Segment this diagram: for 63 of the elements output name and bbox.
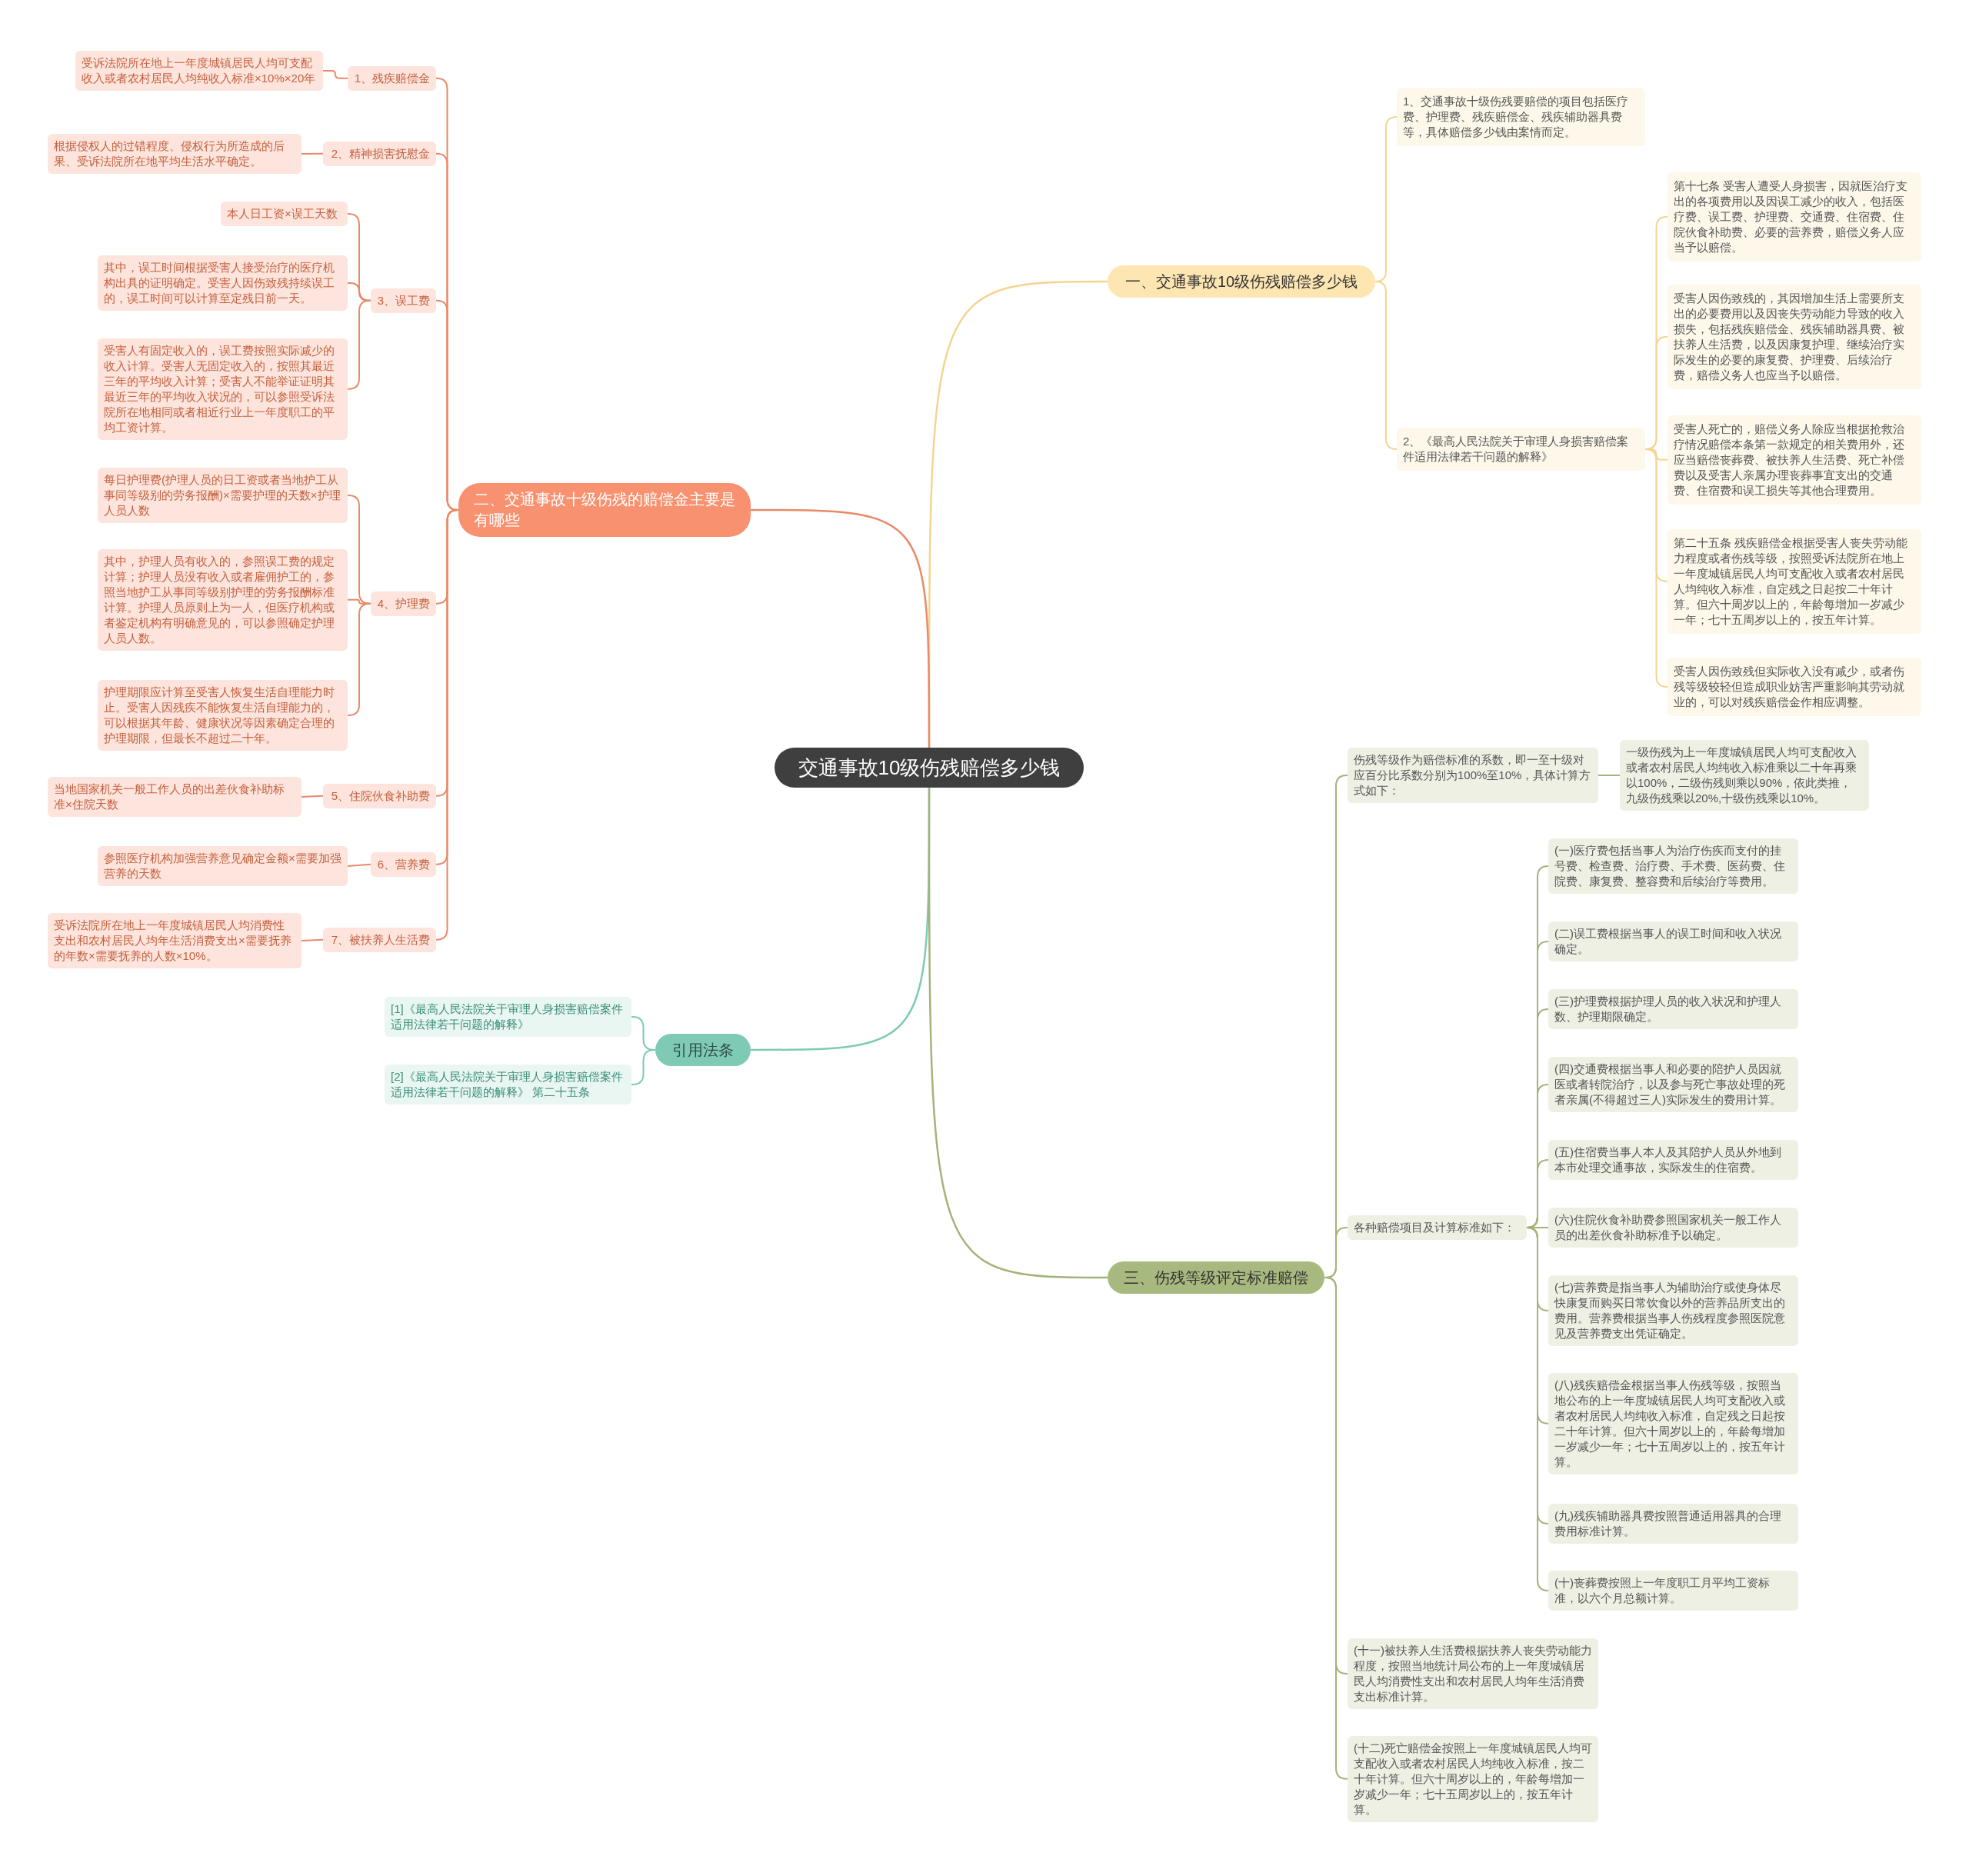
text-node: (三)护理费根据护理人员的收入状况和护理人数、护理期限确定。 [1548, 989, 1798, 1029]
text-node: (十二)死亡赔偿金按照上一年度城镇居民人均可支配收入或者农村居民人均纯收入标准，按二十年计算。但六十周岁以上的，年龄每增加一岁减少一年；七十五周岁以上的，按五年计算。 [1348, 1736, 1598, 1822]
connector [928, 788, 1108, 1279]
text-node: 本人日工资×误工天数 [221, 202, 348, 226]
subtopic-node: 1、残疾赔偿金 [348, 66, 436, 91]
text-node: 受害人有固定收入的，误工费按照实际减少的收入计算。受害人无固定收入的，按照其最近三年的平均收入计算；受害人不能举证证明其最近三年的平均收入状况的，可以参照受诉法院所在地相同或者相近行业上一年度职工的平均工资计算。 [98, 338, 348, 440]
subtopic-node: 6、营养费 [371, 852, 436, 877]
text-node: 护理期限应计算至受害人恢复生活自理能力时止。受害人因残疾不能恢复生活自理能力的，可以根据其年龄、健康状况等因素确定合理的护理期限，但最长不超过二十年。 [98, 680, 348, 751]
central-topic: 交通事故10级伤残赔偿多少钱 [775, 748, 1084, 788]
text-node: 根据侵权人的过错程度、侵权行为所造成的后果、受诉法院所在地平均生活水平确定。 [48, 134, 302, 174]
connector [322, 69, 348, 79]
text-node: 受诉法院所在地上一年度城镇居民人均可支配收入或者农村居民人均纯收入标准×10%×20年 [75, 51, 323, 91]
text-node: 当地国家机关一般工作人员的出差伙食补助标准×住院天数 [48, 777, 302, 817]
text-node: 受害人死亡的，赔偿义务人除应当根据抢救治疗情况赔偿本条第一款规定的相关费用外，还应当赔偿丧葬费、被扶养人生活费、死亡补偿费以及受害人亲属办理丧葬事宜支出的交通费、住宿费和误工损失等其他合理费用。 [1667, 415, 1921, 505]
text-node: 参照医疗机构加强营养意见确定金额×需要加强营养的天数 [98, 846, 348, 886]
branch-topic: 引用法条 [655, 1034, 751, 1066]
branch-topic: 三、伤残等级评定标准赔偿 [1108, 1261, 1324, 1294]
connector [435, 509, 459, 941]
connector [1324, 1277, 1348, 1780]
text-node: 1、交通事故十级伤残要赔偿的项目包括医疗费、护理费、残疾赔偿金、残疾辅助器具费等，具体赔偿多少钱由案情而定。 [1397, 88, 1645, 146]
text-node: (四)交通费根据当事人和必要的陪护人员因就医或者转院治疗，以及参与死亡事故处理的死者亲属(不得超过三人)实际发生的费用计算。 [1548, 1057, 1798, 1112]
connector [301, 152, 324, 155]
text-node: 其中，护理人员有收入的，参照误工费的规定计算；护理人员没有收入或者雇佣护工的，参照当地护工从事同等级别护理的劳务报酬标准计算。护理人员原则上为一人，但医疗机构或者鉴定机构有明确意见的，可以参照确定护理人员人数。 [98, 549, 348, 651]
text-node: (五)住宿费当事人本人及其陪护人员从外地到本市处理交通事故，实际发生的住宿费。 [1548, 1140, 1798, 1180]
branch-topic: 一、交通事故10级伤残赔偿多少钱 [1108, 265, 1375, 298]
text-node: (十)丧葬费按照上一年度职工月平均工资标准，以六个月总额计算。 [1548, 1571, 1798, 1611]
text-node: (十一)被扶养人生活费根据扶养人丧失劳动能力程度，按照当地统计局公布的上一年度城镇居民人均消费性支出和农村居民人均年生活消费支出标准计算。 [1348, 1638, 1598, 1709]
connector [631, 1049, 656, 1085]
connector [347, 863, 371, 867]
connector [301, 938, 324, 941]
subtopic-node: 7、被扶养人生活费 [323, 928, 436, 952]
connector [347, 602, 371, 716]
connector [347, 299, 371, 390]
text-node: 第二十五条 残疾赔偿金根据受害人丧失劳动能力程度或者伤残等级，按照受诉法院所在地上一年度城镇居民人均可支配收入或者农村居民人均纯收入标准，自定残之日起按二十年计算。但六十周岁以上的，年龄每增加一岁减少一年；七十五周岁以上的，按五年计算。 [1667, 529, 1921, 634]
text-node: (八)残疾赔偿金根据当事人伤残等级，按照当地公布的上一年度城镇居民人均可支配收入或者农村居民人均纯收入标准，自定残之日起按二十年计算。但六十周岁以上的，年龄每增加一岁减少一年；七十五周岁以上的，按五年计算。 [1548, 1373, 1798, 1474]
connector [1598, 774, 1621, 776]
text-node: 2、《最高人民法院关于审理人身损害赔偿案件适用法律若干问题的解释》 [1397, 428, 1645, 471]
subtopic-node: 4、护理费 [371, 591, 436, 616]
text-node: 受害人因伤致残的，其因增加生活上需要所支出的必要费用以及因丧失劳动能力导致的收入损失，包括残疾赔偿金、残疾辅助器具费、被扶养人生活费，以及因康复护理、继续治疗实际发生的必要的康复费、护理费、后续治疗费，赔偿义务人也应当予以赔偿。 [1667, 285, 1921, 389]
connector [751, 508, 931, 748]
text-node: 伤残等级作为赔偿标准的系数，即一至十级对应百分比系数分别为100%至10%，具体计算方式如下： [1348, 748, 1598, 803]
text-node: (九)残疾辅助器具费按照普通适用器具的合理费用标准计算。 [1548, 1504, 1798, 1544]
text-node: 各种赔偿项目及计算标准如下： [1348, 1215, 1527, 1240]
citation-node: [2]《最高人民法院关于审理人身损害赔偿案件适用法律若干问题的解释》 第二十五条 [385, 1065, 631, 1105]
text-node: (七)营养费是指当事人为辅助治疗或使身体尽快康复而购买日常饮食以外的营养品所支出的费用。营养费根据当事人伤残程度参照医院意见及营养费支出凭证确定。 [1548, 1275, 1798, 1346]
subtopic-node: 2、精神损害抚慰金 [323, 142, 436, 166]
branch-topic: 二、交通事故十级伤残的赔偿金主要是有哪些 [458, 483, 751, 537]
citation-node: [1]《最高人民法院关于审理人身损害赔偿案件适用法律若干问题的解释》 [385, 997, 631, 1037]
text-node: 受害人因伤致残但实际收入没有减少，或者伤残等级较轻但造成职业妨害严重影响其劳动就业的，可以对残疾赔偿金作相应调整。 [1667, 658, 1921, 716]
text-node: 受诉法院所在地上一年度城镇居民人均消费性支出和农村居民人均年生活消费支出×需要抚养的年数×需要抚养的人数×10%。 [48, 913, 302, 968]
text-node: (二)误工费根据当事人的误工时间和收入状况确定。 [1548, 921, 1798, 961]
connector [1644, 448, 1668, 688]
connector [301, 795, 324, 798]
connector [1374, 281, 1398, 450]
connector [1526, 1226, 1549, 1591]
text-node: 其中，误工时间根据受害人接受治疗的医疗机构出具的证明确定。受害人因伤致残持续误工的，误工时间可以计算至定残日前一天。 [98, 255, 348, 311]
text-node: (一)医疗费包括当事人为治疗伤疾而支付的挂号费、检查费、治疗费、手术费、医药费、住院费、康复费、整容费和后续治疗等费用。 [1548, 838, 1798, 894]
text-node: 第十七条 受害人遭受人身损害，因就医治疗支出的各项费用以及因误工减少的收入，包括医疗费、误工费、护理费、交通费、住宿费、住院伙食补助费、必要的营养费，赔偿义务人应当予以赔偿。 [1667, 172, 1921, 262]
text-node: 每日护理费(护理人员的日工资或者当地护工从事同等级别的劳务报酬)×需要护理的天数×护理人员人数 [98, 468, 348, 523]
text-node: 一级伤残为上一年度城镇居民人均可支配收入或者农村居民人均纯收入标准乘以二十年再乘以100%，二级伤残则乘以90%，依此类推，九级伤残乘以20%,十级伤残乘以10%。 [1620, 740, 1869, 811]
subtopic-node: 5、住院伙食补助费 [323, 784, 436, 808]
subtopic-node: 3、误工费 [371, 288, 436, 313]
text-node: (六)住院伙食补助费参照国家机关一般工作人员的出差伙食补助标准予以确定。 [1548, 1208, 1798, 1248]
